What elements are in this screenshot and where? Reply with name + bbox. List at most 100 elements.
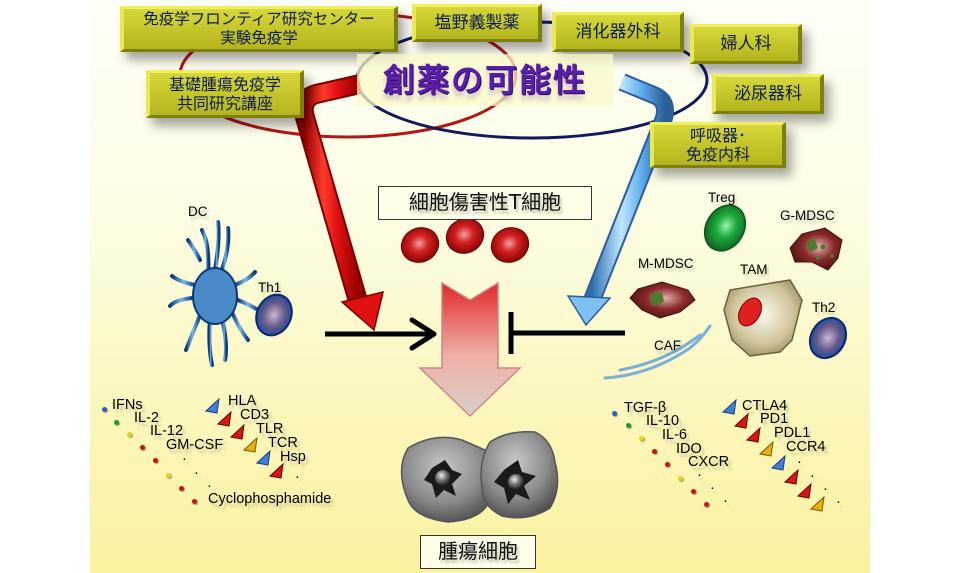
mol-ellipsis-r: · — [295, 469, 300, 485]
collab-basic-tumor-line2: 共同研究講座 — [176, 94, 273, 113]
g-mdsc-cell — [789, 227, 843, 271]
dot-blue-icon — [102, 407, 107, 412]
cytotoxic-t-cells — [400, 218, 530, 263]
m-mdsc-cell — [629, 281, 696, 319]
collab-basic-tumor-line1: 基礎腫瘍免疫学 — [168, 75, 281, 94]
dot-red-icon — [704, 502, 709, 507]
collab-box-urology: 泌尿器科 — [712, 74, 824, 114]
dot-red-icon — [179, 486, 184, 491]
th2-cell — [808, 316, 848, 360]
dot-red-icon — [665, 462, 670, 467]
m-mdsc-label: M-MDSC — [638, 256, 694, 271]
mol-hla: HLA — [228, 393, 257, 409]
collab-gynecology-line1: 婦人科 — [720, 33, 772, 54]
mol-il10: IL-10 — [646, 413, 680, 429]
mol-ellipsis-2: · — [194, 465, 199, 481]
th2-label: Th2 — [812, 300, 836, 315]
collab-respiratory-line2: 免疫内科 — [685, 145, 750, 164]
collab-box-gynecology: 婦人科 — [690, 24, 802, 64]
mol-gmcsf: GM-CSF — [166, 437, 224, 453]
caf-cell — [603, 324, 712, 380]
mol-ellipsis-3: · — [207, 478, 212, 494]
triangle-blue-icon — [256, 450, 271, 466]
dot-red-icon — [691, 489, 696, 494]
triangle-red-icon — [797, 483, 812, 499]
collab-frontier-line1: 免疫学フロンティア研究センター — [143, 10, 375, 28]
collab-urology-line1: 泌尿器科 — [734, 83, 802, 104]
ctl-label: 細胞傷害性T細胞 — [378, 186, 592, 220]
mol-pdl1: PDL1 — [774, 425, 811, 441]
triangle-blue-icon — [771, 455, 786, 471]
triangle-yellow-icon — [759, 441, 774, 457]
collab-gi-surgery-line1: 消化器外科 — [575, 21, 661, 42]
mol-ellipsis-r3: · — [823, 481, 828, 497]
mol-ellipsis-r2: · — [810, 468, 815, 484]
tam-cell — [723, 279, 803, 357]
diagram-canvas: 免疫学フロンティア研究センター 実験免疫学 塩野義製薬 消化器外科 婦人科 泌尿… — [90, 0, 870, 573]
tumor-cell-label: 腫瘍細胞 — [420, 535, 536, 569]
dot-red-icon — [192, 499, 197, 504]
caf-label: CAF — [654, 338, 681, 353]
collab-box-respiratory: 呼吸器･ 免疫内科 — [650, 122, 786, 168]
triangle-red-icon — [269, 463, 284, 479]
triangle-yellow-icon — [243, 437, 258, 453]
mol-tcr: TCR — [268, 435, 298, 451]
treg-cell — [703, 204, 747, 252]
triangle-red-icon — [734, 413, 749, 429]
triangle-red-icon — [217, 411, 232, 427]
collab-box-gi-surgery: 消化器外科 — [552, 12, 684, 52]
mol-hsp: Hsp — [280, 449, 306, 465]
mol-ellipsis-r4: · — [836, 494, 841, 510]
activation-arrow-line — [325, 317, 437, 351]
mol-cyclophosphamide: Cyclophosphamide — [208, 491, 332, 507]
triangle-blue-icon — [205, 398, 220, 414]
dot-yellow-icon — [639, 436, 644, 441]
blue-suppression-arrow — [566, 73, 674, 327]
collab-box-shionogi: 塩野義製薬 — [412, 4, 542, 42]
triangle-red-icon — [230, 424, 245, 440]
mol-ido: IDO — [676, 441, 702, 457]
tumor-cells — [400, 430, 559, 523]
collab-frontier-line2: 実験免疫学 — [220, 29, 298, 47]
g-mdsc-label: G-MDSC — [780, 208, 835, 223]
mol-pd1: PD1 — [760, 411, 789, 427]
drug-discovery-title: 創薬の可能性 — [357, 54, 613, 106]
dc-label: DC — [188, 204, 208, 219]
red-activation-arrow — [293, 74, 385, 332]
mol-ellipsis-1: · — [182, 451, 187, 467]
mol-tlr: TLR — [256, 421, 284, 437]
tam-label: TAM — [740, 262, 768, 277]
mol-ellipsis-3: · — [723, 493, 728, 509]
dot-yellow-icon — [678, 476, 683, 481]
collab-shionogi-line1: 塩野義製薬 — [434, 12, 520, 33]
triangle-red-icon — [746, 427, 761, 443]
central-kill-arrow — [418, 281, 522, 418]
mol-cd3: CD3 — [240, 407, 270, 423]
mol-ellipsis-r1: · — [797, 454, 802, 470]
dot-yellow-icon — [127, 432, 132, 437]
mol-il6: IL-6 — [662, 427, 687, 443]
triangle-blue-icon — [722, 399, 737, 415]
collab-respiratory-line1: 呼吸器･ — [689, 126, 746, 145]
mol-tgfb: TGF-β — [624, 400, 667, 416]
mol-ifns: IFNs — [112, 397, 143, 413]
collab-box-basic-tumor: 基礎腫瘍免疫学 共同研究講座 — [146, 70, 304, 118]
mol-ellipsis-2: · — [710, 480, 715, 496]
dot-green-icon — [114, 420, 119, 425]
dot-red-icon — [140, 445, 145, 450]
th1-label: Th1 — [258, 280, 282, 295]
th1-cell — [255, 293, 293, 337]
dot-yellow-icon — [166, 473, 171, 478]
dot-red-icon — [153, 458, 158, 463]
dot-red-icon — [652, 449, 657, 454]
dot-blue-icon — [612, 411, 617, 416]
mol-cxcr: CXCR — [688, 454, 730, 470]
treg-label: Treg — [708, 190, 736, 205]
triangle-yellow-icon — [810, 496, 825, 512]
mol-ellipsis-1: · — [697, 467, 702, 483]
mol-ccr4: CCR4 — [786, 439, 826, 455]
mol-il12: IL-12 — [150, 423, 184, 439]
inhibition-line — [508, 312, 625, 354]
triangle-red-icon — [784, 469, 799, 485]
mol-ctla4: CTLA4 — [742, 398, 788, 414]
